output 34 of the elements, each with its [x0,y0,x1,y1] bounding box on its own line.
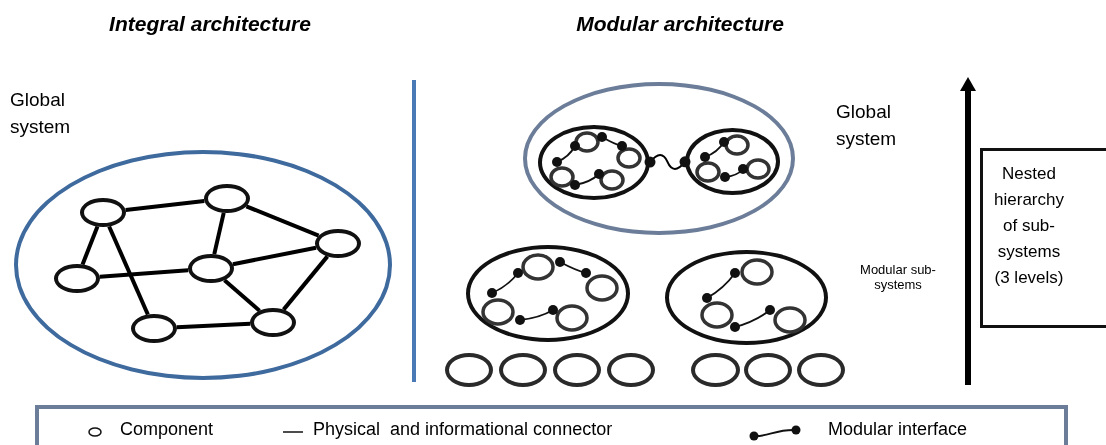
connector-line [107,225,150,316]
legend-label: Modular interface [828,419,968,440]
component-ellipse [744,353,792,387]
component-ellipse [553,353,601,387]
component-ellipse [250,308,296,337]
component-ellipse [54,264,100,293]
component-ellipse [607,353,655,387]
connector-line [212,212,226,255]
connector-line [245,204,320,238]
connector-line [176,321,251,330]
component-ellipse [797,353,845,387]
component-ellipse [131,314,177,343]
component-ellipse [80,198,126,227]
section-title: Integral architecture [108,12,312,36]
info-box: Nested hierarchy of sub-systems (3 levels) [980,148,1106,328]
component-ellipse [445,353,493,387]
connector-line [80,225,100,266]
connector-line [125,199,205,212]
section-title: Modular architecture [575,12,785,36]
system-label: Global system [836,100,898,151]
interface-connector [644,154,691,170]
component-ellipse [315,229,361,258]
level-label: Modular sub-systems [859,262,937,292]
connector-line [232,245,317,267]
component-ellipse [188,254,234,283]
system-label: Global system [10,88,72,139]
component-ellipse [204,184,250,213]
connector-line [223,278,261,313]
connector-line [282,255,329,311]
connector-line [99,268,189,279]
component-ellipse [499,353,547,387]
legend-label: Component [120,419,214,440]
component-ellipse [691,353,740,387]
legend-label: Physical and informational connector [313,419,613,440]
